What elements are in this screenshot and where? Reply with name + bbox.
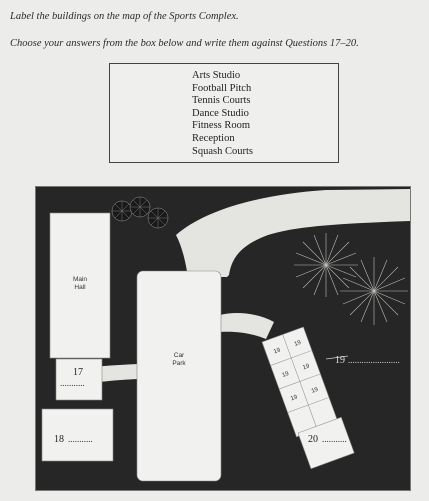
options-list: Arts Studio Football Pitch Tennis Courts…	[192, 70, 253, 158]
main-hall-label-2: Hall	[74, 284, 86, 291]
building-17	[55, 358, 103, 401]
court-label-5: 19	[290, 394, 299, 402]
building-20-answer: ...........	[322, 434, 347, 444]
option-reception: Reception	[192, 132, 235, 144]
car-park-label-1: Car	[174, 352, 185, 359]
court-label-1: 19	[273, 347, 282, 355]
court-divider-1	[270, 350, 312, 366]
option-arts-studio: Arts Studio	[192, 70, 241, 81]
q19-answer: .......................	[348, 355, 400, 365]
car-park	[136, 270, 222, 482]
option-fitness-room: Fitness Room	[192, 120, 251, 132]
court-divider-3	[287, 397, 330, 413]
main-hall	[49, 212, 111, 359]
map-svg: Main Hall 17 ........... 18 ........... …	[36, 187, 410, 490]
option-tennis-courts: Tennis Courts	[192, 95, 251, 107]
building-20-outline	[297, 416, 355, 470]
sports-complex-map: Main Hall 17 ........... 18 ........... …	[35, 186, 411, 491]
building-17-number: 17	[73, 367, 83, 378]
building-20	[297, 416, 355, 470]
option-football-pitch: Football Pitch	[192, 82, 252, 94]
option-dance-studio: Dance Studio	[192, 107, 249, 119]
q19-pointer	[325, 355, 349, 360]
court-label-6: 19	[311, 387, 320, 395]
court-divider-vertical	[282, 334, 318, 430]
trees-top-left-icon	[111, 196, 169, 229]
court-label-4: 19	[302, 363, 311, 371]
top-path	[176, 189, 410, 277]
options-box: Arts Studio Football Pitch Tennis Courts…	[109, 63, 339, 163]
option-squash-courts: Squash Courts	[192, 145, 253, 157]
building-18-number: 18	[54, 434, 64, 445]
q19-number: 19	[335, 355, 345, 366]
instruction-line-2: Choose your answers from the box below a…	[10, 38, 359, 49]
building-20-number: 20	[308, 434, 318, 445]
building-18-answer: ...........	[68, 434, 93, 444]
right-path	[220, 313, 274, 339]
instruction-line-1: Label the buildings on the map of the Sp…	[10, 11, 239, 22]
building-18	[41, 408, 114, 462]
court-label-3: 19	[282, 371, 291, 379]
court-label-2: 19	[294, 340, 303, 348]
trees-right-icon	[294, 233, 408, 325]
car-park-label-2: Park	[172, 360, 186, 367]
main-hall-label-1: Main	[73, 276, 87, 283]
court-divider-2	[279, 373, 321, 390]
building-17-answer: ...........	[60, 378, 85, 388]
